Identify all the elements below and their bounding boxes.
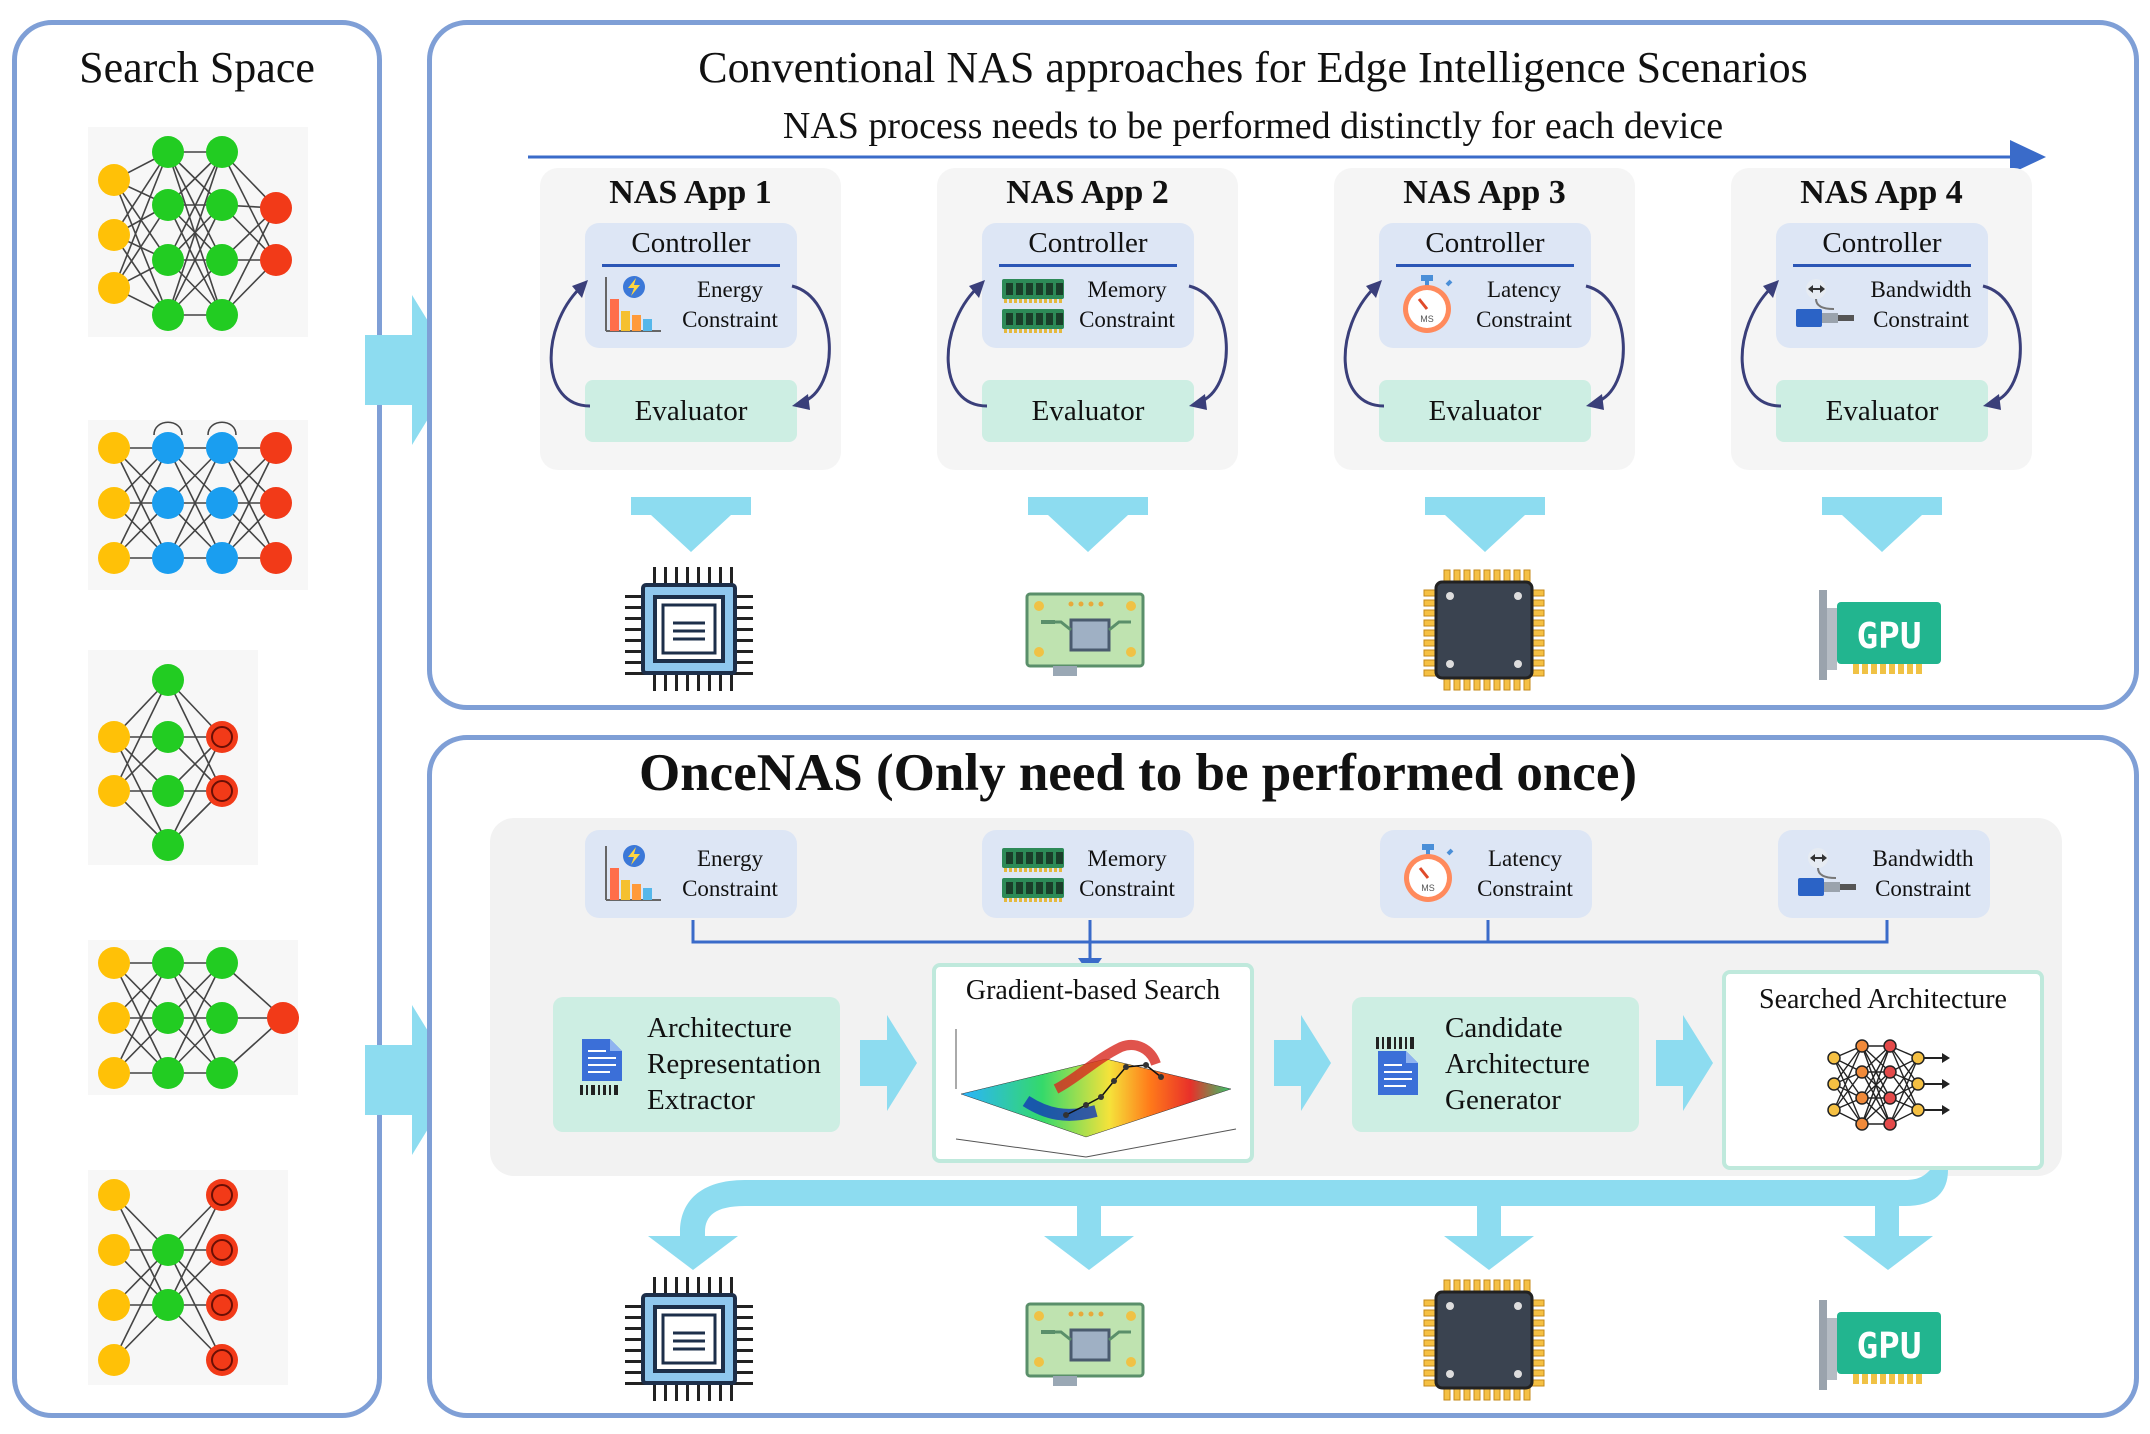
gradient-based-search: Gradient-based Search	[932, 963, 1254, 1163]
network-cable-icon	[1798, 848, 1856, 896]
controller-underline	[602, 264, 780, 267]
evaluator-box: Evaluator	[1776, 380, 1988, 442]
controller-underline	[1793, 264, 1971, 267]
extractor-label-1: Architecture	[647, 1012, 792, 1044]
processor-chip-icon	[1423, 1279, 1545, 1401]
memory-ram-icon	[1002, 848, 1064, 902]
gpu-card-icon: GPU	[1819, 590, 1941, 680]
controller-label: Controller	[631, 227, 751, 259]
deploy-down-arrow	[1822, 497, 1942, 552]
cpu-chip-icon	[625, 1277, 753, 1401]
deploy-down-arrow	[631, 497, 751, 552]
searched-title: Searched Architecture	[1759, 984, 2007, 1015]
svg-text:MS: MS	[1420, 314, 1434, 324]
svg-text:GPU: GPU	[1856, 616, 1921, 657]
processor-chip-icon	[1423, 569, 1545, 691]
generator-label-2: Architecture	[1445, 1048, 1590, 1080]
stopwatch-icon: MS	[1403, 275, 1453, 333]
search-space-title: Search Space	[79, 43, 315, 92]
oncenas-title: OnceNAS (Only need to be performed once)	[638, 744, 1638, 802]
controller-underline	[1396, 264, 1574, 267]
search-loop-arrows	[1740, 280, 2022, 410]
evaluator-box: Evaluator	[982, 380, 1194, 442]
controller-label: Controller	[1425, 227, 1545, 259]
searched-architecture: Searched Architecture	[1722, 970, 2044, 1170]
extractor-label-2: Representation	[647, 1048, 821, 1080]
document-barcode-icon	[1376, 1037, 1418, 1095]
nas-app-title: NAS App 3	[1403, 174, 1566, 211]
generator-label-3: Generator	[1445, 1084, 1561, 1116]
conventional-title: Conventional NAS approaches for Edge Int…	[698, 43, 1808, 92]
search-loop-arrows	[946, 280, 1228, 410]
stopwatch-icon: MS	[1404, 844, 1454, 902]
loss-surface-plot-icon	[955, 1029, 1237, 1158]
nas-app-title: NAS App 4	[1800, 174, 1963, 211]
cpu-chip-icon	[625, 567, 753, 691]
neural-network-icon	[1827, 1039, 1950, 1131]
architecture-representation-extractor: Architecture Representation Extractor	[553, 997, 840, 1132]
evaluator-box: Evaluator	[585, 380, 797, 442]
circuit-board-icon	[1025, 592, 1145, 676]
controller-underline	[999, 264, 1177, 267]
search-title: Gradient-based Search	[965, 975, 1221, 1006]
energy-chart-icon	[605, 845, 661, 901]
network-cable-icon	[1796, 279, 1854, 327]
nas-app-title: NAS App 1	[609, 174, 772, 211]
energy-chart-icon	[605, 276, 661, 332]
search-space-network	[98, 1179, 238, 1376]
search-loop-arrows	[1343, 280, 1625, 410]
search-space-network	[98, 136, 292, 331]
extractor-label-3: Extractor	[647, 1084, 755, 1116]
candidate-architecture-generator: Candidate Architecture Generator	[1352, 997, 1639, 1132]
gpu-card-icon: GPU	[1819, 1300, 1941, 1390]
generator-label-1: Candidate	[1445, 1012, 1563, 1044]
svg-text:GPU: GPU	[1856, 1326, 1921, 1367]
controller-label: Controller	[1028, 227, 1148, 259]
process-timeline-arrow	[528, 140, 2046, 174]
nas-app-title: NAS App 2	[1006, 174, 1169, 211]
search-loop-arrows	[549, 280, 831, 410]
memory-ram-icon	[1002, 279, 1064, 333]
svg-text:MS: MS	[1421, 883, 1435, 893]
deploy-down-arrow	[1425, 497, 1545, 552]
search-space-networks	[88, 127, 308, 1385]
conventional-subtitle: NAS process needs to be performed distin…	[782, 105, 1724, 147]
circuit-board-icon	[1025, 1302, 1145, 1386]
deploy-down-arrow	[1028, 497, 1148, 552]
evaluator-box: Evaluator	[1379, 380, 1591, 442]
search-space-network	[98, 664, 238, 861]
controller-label: Controller	[1822, 227, 1942, 259]
search-space-network	[98, 421, 292, 574]
document-code-icon	[580, 1039, 622, 1095]
search-space-network	[98, 947, 299, 1089]
